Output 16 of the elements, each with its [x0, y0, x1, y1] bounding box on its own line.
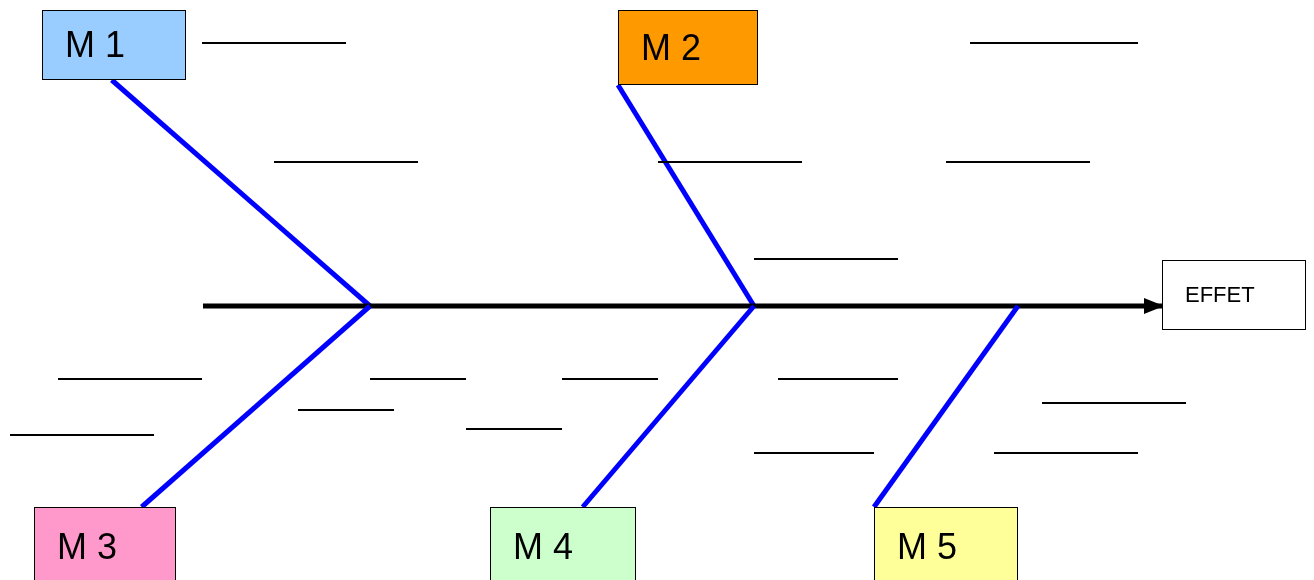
category-label: M 3 [57, 526, 117, 568]
category-box [42, 10, 186, 80]
bone-line [871, 304, 1021, 509]
category-label: M 2 [641, 26, 701, 69]
category-box [34, 507, 176, 580]
category-label: M 4 [513, 526, 573, 568]
category-label: EFFET [1185, 282, 1255, 308]
category-box [874, 507, 1018, 580]
bone-line [580, 304, 756, 509]
category-label: M 5 [897, 526, 957, 568]
category-box [1162, 260, 1306, 330]
category-label: M 1 [65, 24, 125, 66]
category-box [490, 507, 636, 580]
spine-arrow [203, 298, 1164, 314]
bone-line [140, 304, 372, 509]
category-box [618, 10, 758, 85]
